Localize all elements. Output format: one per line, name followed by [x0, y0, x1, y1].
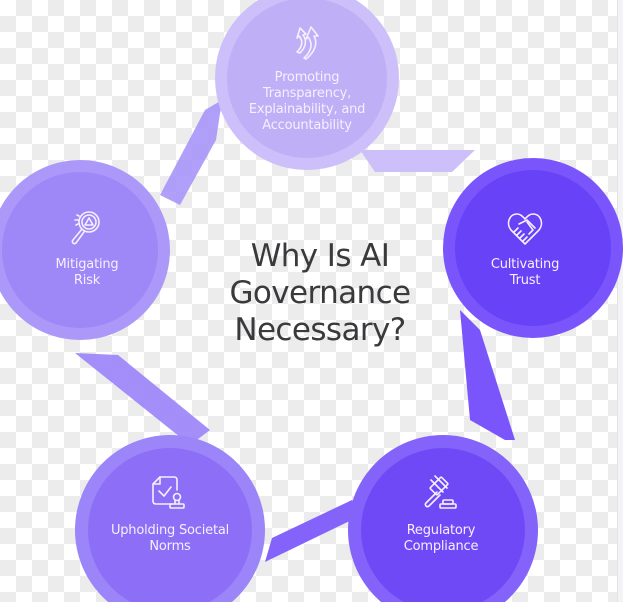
- connector-norms-to-risk: [75, 353, 210, 445]
- label-line: Cultivating: [490, 257, 560, 272]
- diagram-title: Why Is AI Governance Necessary?: [210, 238, 430, 349]
- label-line: Regulatory: [406, 523, 476, 538]
- title-line: Why Is AI: [250, 238, 390, 274]
- label-line: Compliance: [403, 539, 479, 554]
- node-transparency-label: Promoting Transparency, Explainability, …: [248, 70, 366, 134]
- label-line: Trust: [509, 273, 541, 288]
- node-norms-circle: [75, 435, 265, 602]
- label-line: Transparency,: [262, 86, 352, 101]
- label-line: Upholding Societal: [110, 523, 230, 538]
- label-line: Risk: [73, 273, 101, 288]
- connector-risk-to-transparency: [160, 100, 222, 205]
- label-line: Norms: [149, 539, 191, 554]
- node-norms-label: Upholding Societal Norms: [111, 523, 229, 555]
- node-trust-circle: [443, 158, 623, 338]
- node-transparency-circle: [215, 0, 399, 170]
- rising-arrows-icon: [296, 26, 319, 60]
- connector-trust-to-compliance: [460, 310, 515, 440]
- gavel-icon: [424, 475, 457, 509]
- label-line: Accountability: [262, 118, 352, 133]
- label-line: Explainability, and: [248, 102, 366, 117]
- document-check-stamp-icon: [152, 476, 185, 509]
- node-trust-label: Cultivating Trust: [490, 257, 560, 289]
- connector-transparency-to-trust: [360, 150, 475, 172]
- heart-handshake-icon: [507, 213, 543, 245]
- title-line: Governance: [229, 275, 411, 311]
- title-line: Necessary?: [234, 312, 406, 348]
- node-compliance-label: Regulatory Compliance: [404, 523, 479, 555]
- magnifier-warning-icon: [71, 211, 100, 245]
- label-line: Promoting: [274, 70, 340, 85]
- label-line: Mitigating: [55, 257, 119, 272]
- image-edge-strip: [617, 0, 623, 602]
- node-risk-circle: [0, 160, 170, 340]
- node-risk-label: Mitigating Risk: [56, 257, 119, 289]
- connector-compliance-to-norms: [265, 500, 362, 562]
- node-compliance-circle: [348, 435, 538, 602]
